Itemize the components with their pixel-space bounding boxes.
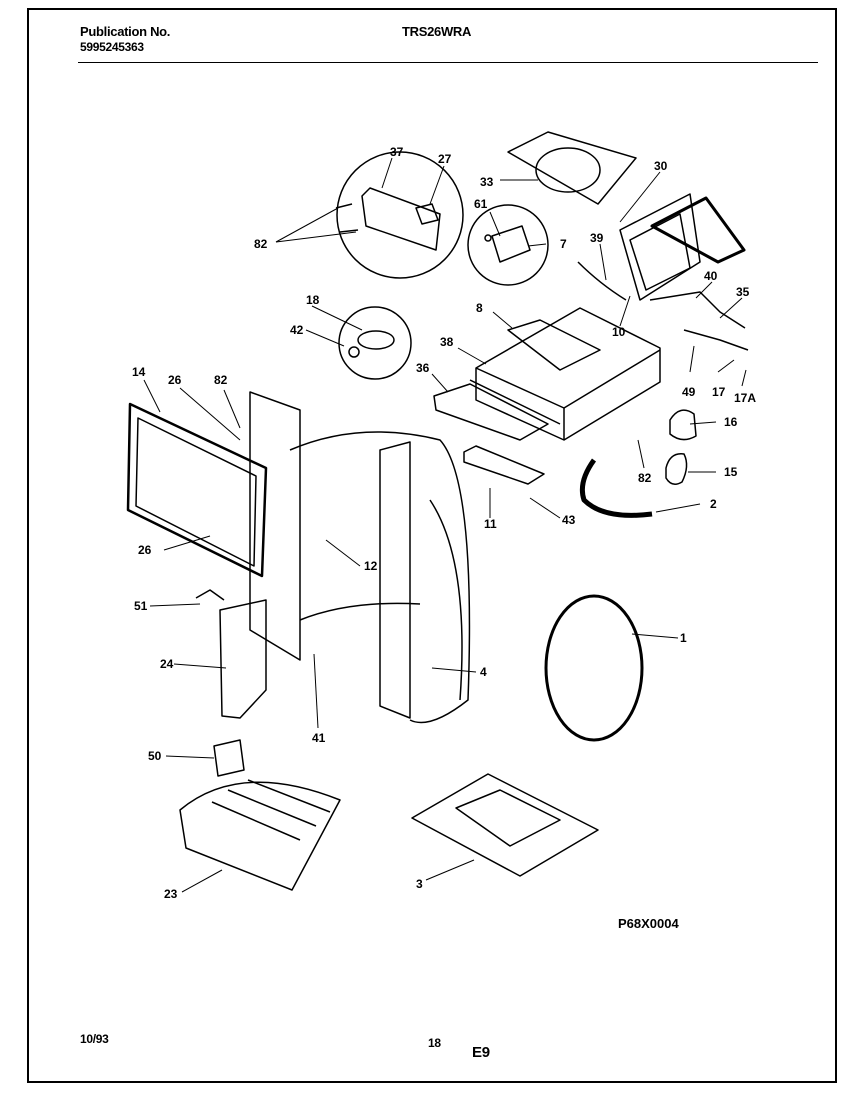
part-harness-40-35 — [649, 291, 749, 351]
model-number: TRS26WRA — [402, 24, 472, 39]
callout-27: 27 — [438, 152, 452, 166]
part-heater-3 — [411, 773, 599, 877]
callout-24: 24 — [160, 657, 174, 671]
callout-41: 41 — [312, 731, 326, 745]
callout-40: 40 — [704, 269, 718, 283]
publication-label: Publication No. — [80, 24, 171, 39]
callout-16: 16 — [724, 415, 738, 429]
page-frame — [27, 8, 837, 1083]
callout-82-top: 82 — [254, 237, 268, 251]
callout-4: 4 — [480, 665, 487, 679]
part-tray-23 — [179, 779, 341, 891]
callout-18: 18 — [306, 293, 320, 307]
callout-8: 8 — [476, 301, 483, 315]
callout-11: 11 — [484, 517, 497, 531]
part-plate-36 — [433, 383, 549, 441]
callout-1: 1 — [680, 631, 687, 645]
footer-page-number: 18 — [428, 1036, 441, 1050]
publication-number: 5995245363 — [80, 40, 144, 54]
part-bracket-24 — [219, 599, 267, 719]
callout-17a: 17A — [734, 391, 756, 405]
part-housing-assembly-8 — [469, 307, 661, 441]
callout-33: 33 — [480, 175, 494, 189]
callout-35: 35 — [736, 285, 750, 299]
part-wire-39 — [577, 261, 627, 301]
diagram-code: P68X0004 — [618, 916, 679, 931]
detail-circle-spring — [338, 306, 412, 380]
callout-12: 12 — [364, 559, 378, 573]
callout-26-bottom: 26 — [138, 543, 152, 557]
callout-30: 30 — [654, 159, 668, 173]
part-pad-50 — [213, 739, 245, 777]
part-clip-51 — [195, 589, 225, 601]
part-gasket-1 — [544, 594, 644, 742]
part-cable-2 — [579, 458, 653, 518]
callout-37: 37 — [390, 145, 404, 159]
part-light-shield-30 — [619, 193, 746, 301]
callout-labels: 33 30 37 27 82 61 7 39 40 35 8 10 18 42 … — [132, 145, 756, 931]
callout-42: 42 — [290, 323, 304, 337]
callout-82-right: 82 — [638, 471, 652, 485]
footer-section: E9 — [472, 1044, 490, 1061]
leader-lines — [143, 157, 747, 893]
footer-date: 10/93 — [80, 1032, 109, 1046]
detail-circle-bracket — [335, 151, 464, 279]
callout-10: 10 — [612, 325, 626, 339]
callout-14: 14 — [132, 365, 146, 379]
callout-39: 39 — [590, 231, 604, 245]
callout-3: 3 — [416, 877, 423, 891]
part-plate-33 — [507, 131, 637, 205]
callout-2: 2 — [710, 497, 717, 511]
part-bulb-15 — [665, 453, 688, 485]
callout-82-left: 82 — [214, 373, 228, 387]
header-rule — [78, 62, 818, 63]
callout-36: 36 — [416, 361, 430, 375]
part-housing-4 — [249, 391, 471, 724]
callout-50: 50 — [148, 749, 162, 763]
part-strip-11 — [463, 445, 545, 485]
detail-circle-switch — [467, 204, 549, 286]
part-socket-16 — [669, 409, 697, 441]
callout-43: 43 — [562, 513, 576, 527]
callout-17: 17 — [712, 385, 726, 399]
callout-23: 23 — [164, 887, 178, 901]
callout-15: 15 — [724, 465, 738, 479]
callout-26-top: 26 — [168, 373, 182, 387]
callout-7: 7 — [560, 237, 567, 251]
callout-38: 38 — [440, 335, 454, 349]
callout-61: 61 — [474, 197, 488, 211]
callout-49: 49 — [682, 385, 696, 399]
callout-51: 51 — [134, 599, 148, 613]
part-panel-14 — [126, 402, 268, 578]
